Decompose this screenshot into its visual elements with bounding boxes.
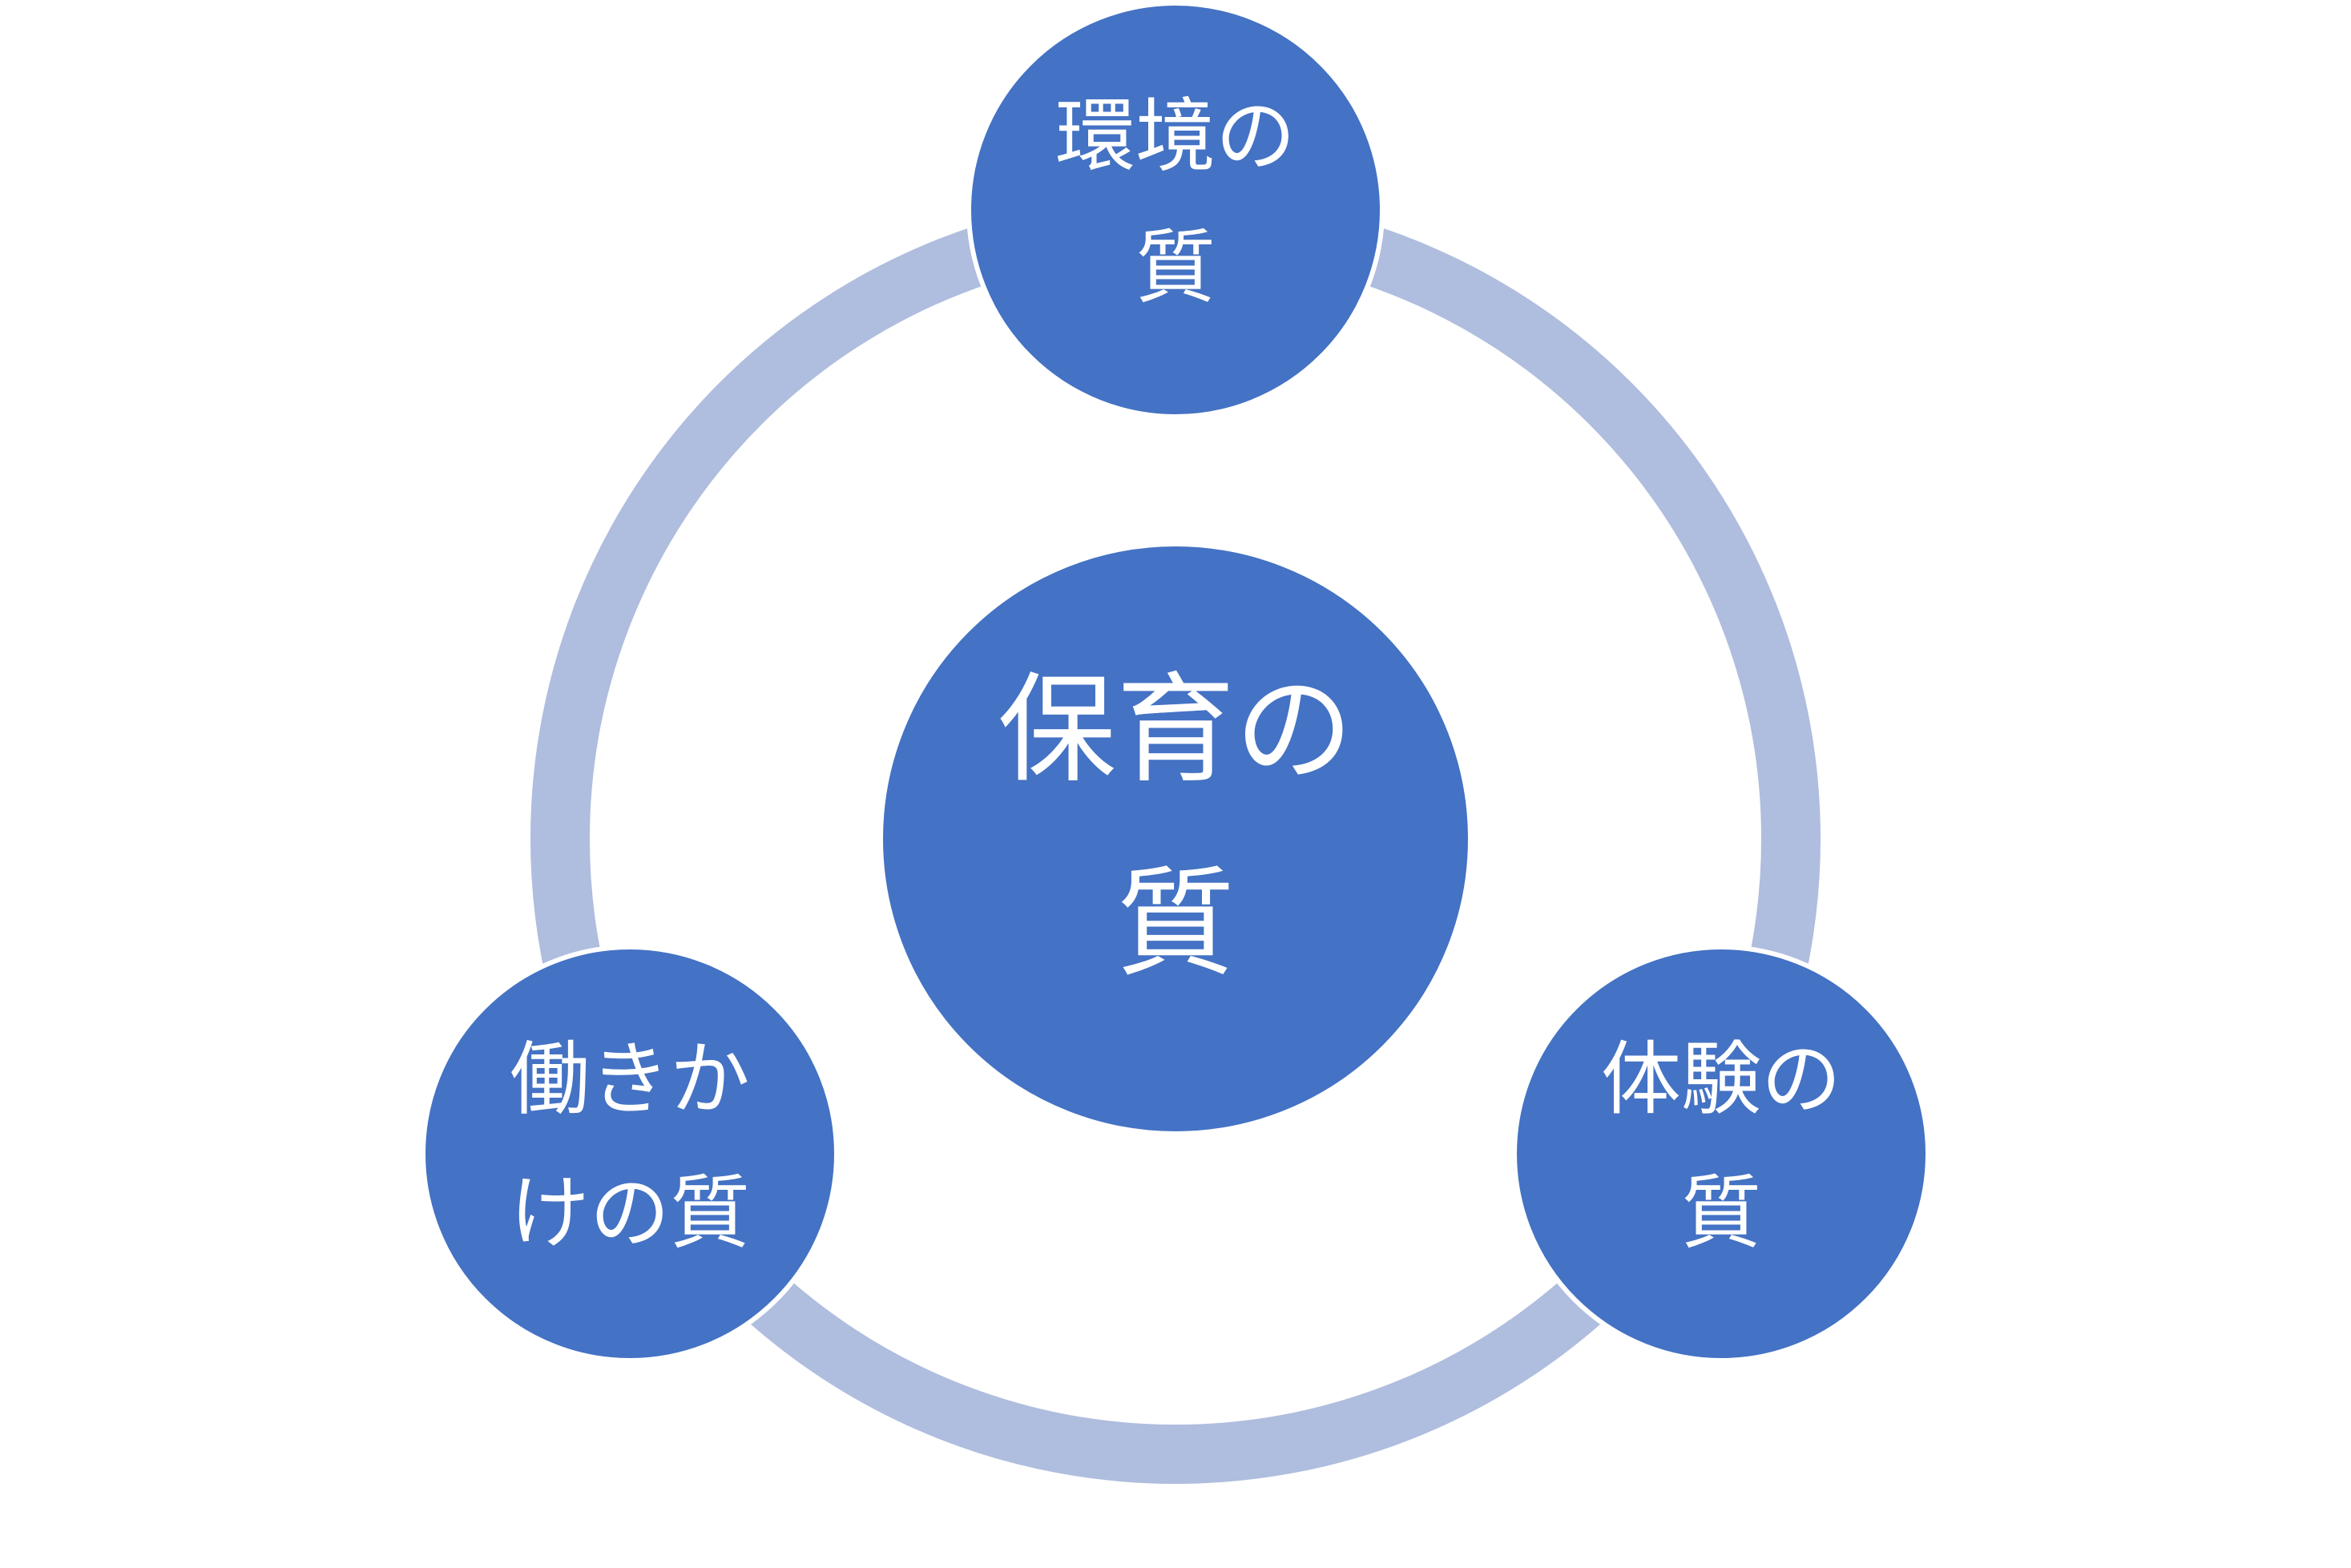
node-experience-label-line-2: 質 xyxy=(1681,1167,1761,1260)
node-environment-label-line-1: 環境の xyxy=(1055,90,1296,183)
node-environment-circle xyxy=(966,1,1385,419)
node-environment-label-line-2: 質 xyxy=(1135,221,1216,315)
center-node: 保育の 質 xyxy=(878,542,1473,1136)
node-interaction: 働きか けの質 xyxy=(421,945,839,1363)
center-node-circle xyxy=(878,542,1473,1136)
node-experience: 体験の 質 xyxy=(1512,945,1930,1363)
node-environment: 環境の 質 xyxy=(966,1,1385,419)
node-experience-label-line-1: 体験の xyxy=(1601,1033,1841,1127)
node-experience-circle xyxy=(1512,945,1930,1363)
node-interaction-label-line-1: 働きか xyxy=(510,1033,750,1127)
node-interaction-label-line-2: けの質 xyxy=(510,1167,750,1260)
center-node-label-line-2: 質 xyxy=(1116,855,1235,993)
node-interaction-circle xyxy=(421,945,839,1363)
center-node-label-line-1: 保育の xyxy=(998,661,1353,799)
